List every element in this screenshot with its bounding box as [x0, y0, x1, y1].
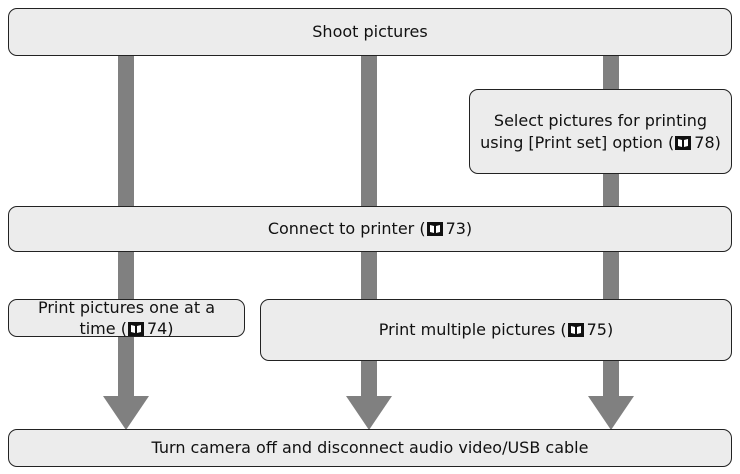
connector-left-1 [118, 55, 134, 207]
node-print-multi-label-post: ) [606, 320, 614, 339]
node-print-one-line2-post: ) [167, 319, 174, 338]
connector-right-2 [603, 172, 619, 207]
node-select-ref: 78 [694, 132, 715, 152]
node-connect-printer: Connect to printer ( 73) [8, 206, 732, 252]
connector-right-3 [603, 250, 619, 300]
node-connect-ref: 73 [445, 219, 466, 238]
node-shoot-label: Shoot pictures [312, 22, 428, 41]
book-reference-icon [127, 322, 144, 336]
node-connect-label-post: ) [465, 219, 473, 238]
node-select-line2-post: ) [714, 132, 721, 152]
book-reference-icon [675, 135, 692, 150]
node-shoot-pictures: Shoot pictures [8, 8, 732, 56]
connector-right-4 [603, 360, 619, 397]
connector-left-2 [118, 250, 134, 300]
node-print-multi-label-pre: Print multiple pictures ( [378, 320, 567, 339]
node-connect-label-pre: Connect to printer ( [267, 219, 426, 238]
connector-mid-3 [361, 360, 377, 397]
connector-right-1 [603, 55, 619, 90]
node-select-line1: Select pictures for printing [493, 110, 708, 130]
node-print-one: Print pictures one at a time ( 74) [8, 298, 245, 338]
node-print-one-line1: Print pictures one at a [37, 298, 216, 317]
book-reference-icon [426, 222, 443, 236]
connector-left-3 [118, 335, 134, 397]
node-print-one-line2-pre: time ( [79, 319, 127, 338]
node-print-multiple: Print multiple pictures ( 75) [260, 299, 732, 361]
connector-mid-1 [361, 55, 377, 207]
book-reference-icon [567, 323, 584, 337]
node-turn-off: Turn camera off and disconnect audio vid… [8, 429, 732, 467]
node-select-line2-pre: using [Print set] option ( [480, 132, 675, 152]
node-turn-off-label: Turn camera off and disconnect audio vid… [151, 438, 589, 457]
arrow-left [103, 396, 149, 430]
node-select-pictures: Select pictures for printing using [Prin… [469, 89, 732, 174]
arrow-right [588, 396, 634, 430]
node-print-one-ref: 74 [146, 319, 168, 338]
connector-mid-2 [361, 250, 377, 300]
arrow-mid [346, 396, 392, 430]
node-print-multi-ref: 75 [586, 320, 607, 339]
